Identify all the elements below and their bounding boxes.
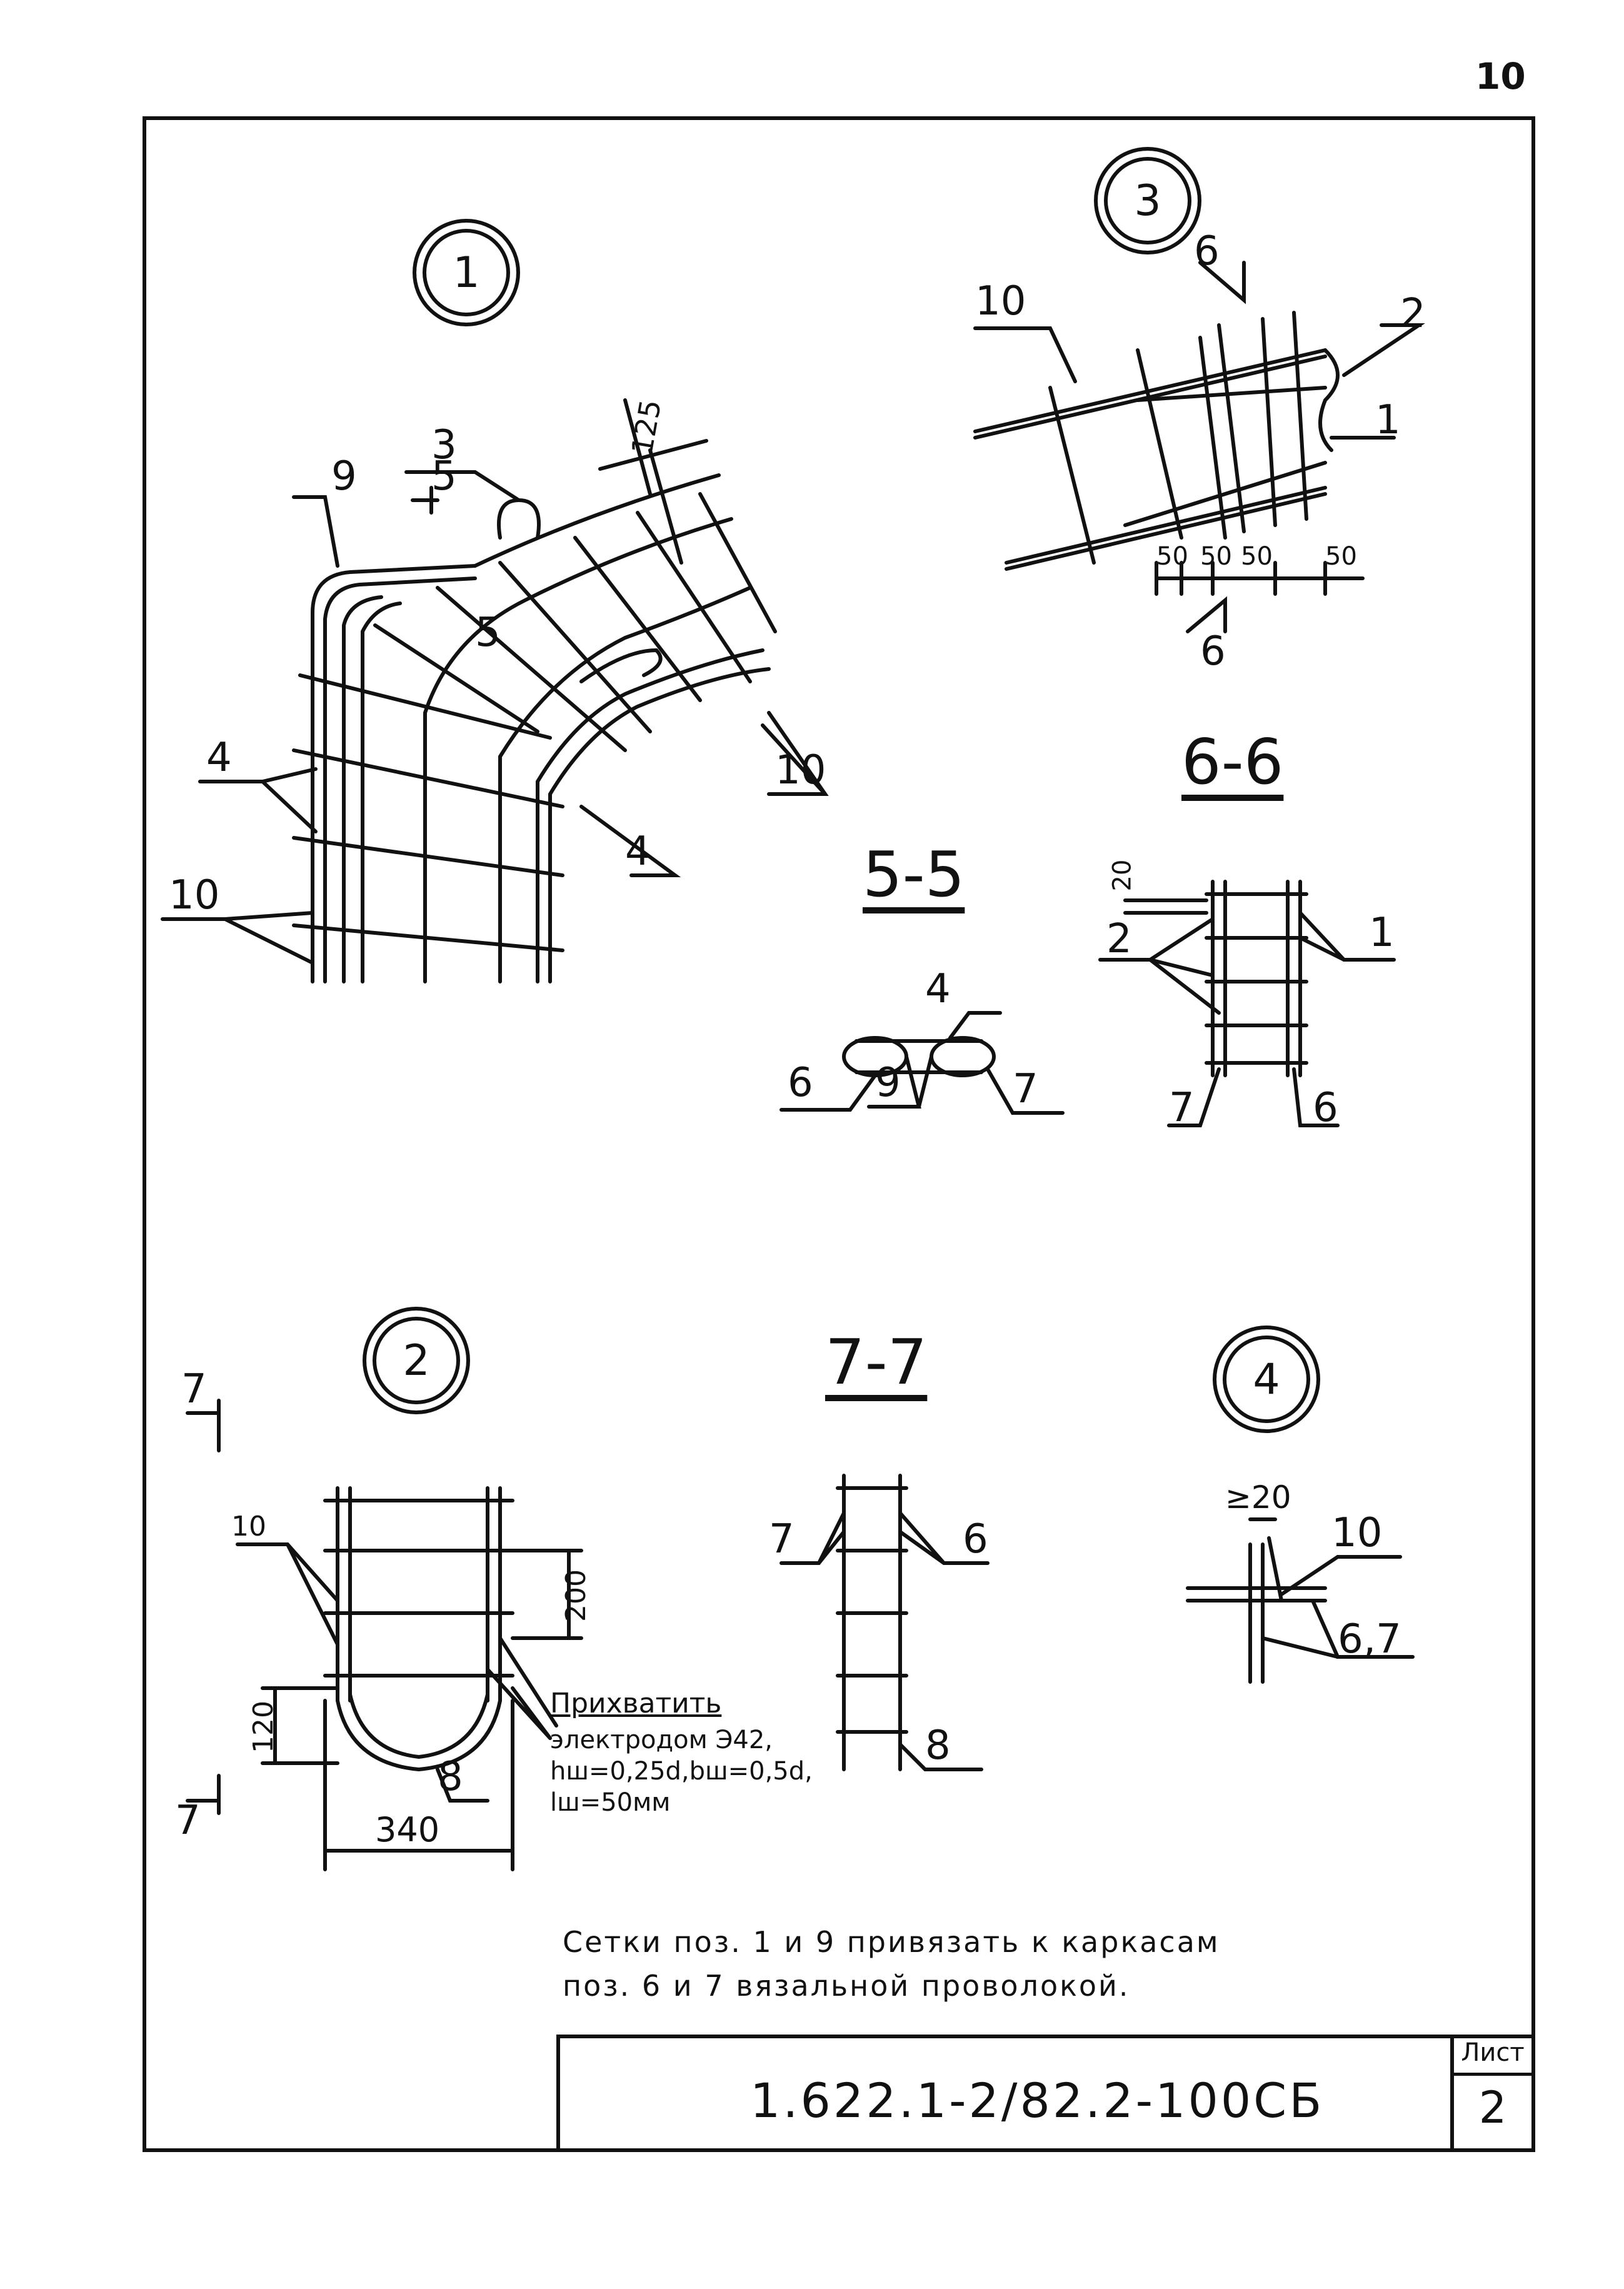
page-number: 10 [1475,55,1526,98]
detail3-label-6-top: 6 [1194,228,1220,274]
detail-1-cage [161,398,829,984]
section-7-7 [779,1474,990,1771]
sec66-dim-20: 20 [1108,859,1137,892]
sec77-label-8: 8 [925,1723,951,1769]
sec77-label-7: 7 [769,1516,794,1562]
detail1-label-4-left: 4 [206,735,232,781]
detail2-section-mark-7-bottom: 7 [175,1798,201,1844]
detail1-label-9: 9 [331,453,357,500]
detail3-label-1: 1 [1375,397,1401,443]
sheet-number: 2 [1478,2082,1507,2133]
callout-1: 1 [413,219,520,326]
detail2-dim-120: 120 [247,1701,279,1753]
callout-3: 3 [1094,147,1201,254]
detail3-dim-50-a: 50 [1156,542,1188,571]
detail1-label-10-right: 10 [775,747,826,793]
weld-note-title: Прихватить [550,1688,722,1719]
weld-note-line1: электродом Э42, [550,1726,773,1754]
sheet-label: Лист [1454,2038,1531,2076]
sec66-label-2: 2 [1106,916,1132,962]
weld-note-line2: hш=0,25d,bш=0,5d, [550,1757,813,1786]
detail3-label-6-bottom: 6 [1200,628,1226,675]
detail3-dim-50-d: 50 [1325,542,1357,571]
sec77-label-6: 6 [963,1516,988,1562]
section-5-5 [779,1011,1065,1115]
sheet-cell [1450,2035,1535,2152]
general-note-line1: Сетки поз. 1 и 9 привязать к каркасам [563,1925,1220,1959]
sec66-label-6: 6 [1313,1085,1338,1131]
sec66-label-1: 1 [1369,910,1395,956]
detail3-label-10: 10 [975,278,1026,324]
detail-3-cage [973,261,1425,633]
callout-2: 2 [363,1307,470,1414]
sec55-label-6: 6 [788,1060,813,1106]
detail3-dim-50-c: 50 [1241,542,1273,571]
detail3-dim-50-b: 50 [1200,542,1232,571]
sec55-label-7: 7 [1013,1066,1038,1112]
detail1-dim-125: 125 [624,397,668,457]
detail2-section-mark-7-top: 7 [181,1366,207,1412]
detail1-label-5b: 5 [475,610,501,656]
detail2-dim-340: 340 [375,1810,440,1849]
detail1-label-5a: 5 [431,453,457,500]
sec55-label-4: 4 [925,966,951,1012]
detail4-dim-min20: ≥20 [1225,1479,1291,1516]
detail2-label-8: 8 [438,1754,463,1800]
section-title-6-6: 6-6 [1181,725,1284,798]
sec66-label-7: 7 [1169,1085,1195,1131]
detail1-label-4-right: 4 [625,828,651,875]
detail4-label-10: 10 [1331,1510,1383,1556]
title-block [556,2035,1535,2152]
detail-4-joint [1186,1517,1415,1684]
detail-2-cage [186,1399,583,1871]
sec55-label-9: 9 [875,1060,901,1106]
section-title-7-7: 7-7 [825,1326,928,1399]
detail2-label-10: 10 [231,1511,266,1542]
drawing-code: 1.622.1-2/82.2-100СБ [750,2073,1325,2128]
section-6-6 [1098,880,1396,1127]
callout-4: 4 [1213,1326,1320,1433]
detail1-label-10-left: 10 [169,872,220,918]
detail1-label-3: 3 [431,422,457,468]
detail3-label-2: 2 [1400,291,1426,337]
weld-note-line3: lш=50мм [550,1788,671,1817]
detail2-dim-200: 200 [559,1569,592,1622]
section-title-5-5: 5-5 [863,838,965,911]
general-note-line2: поз. 6 и 7 вязальной проволокой. [563,1969,1130,2003]
detail4-label-6-7: 6,7 [1338,1616,1401,1663]
